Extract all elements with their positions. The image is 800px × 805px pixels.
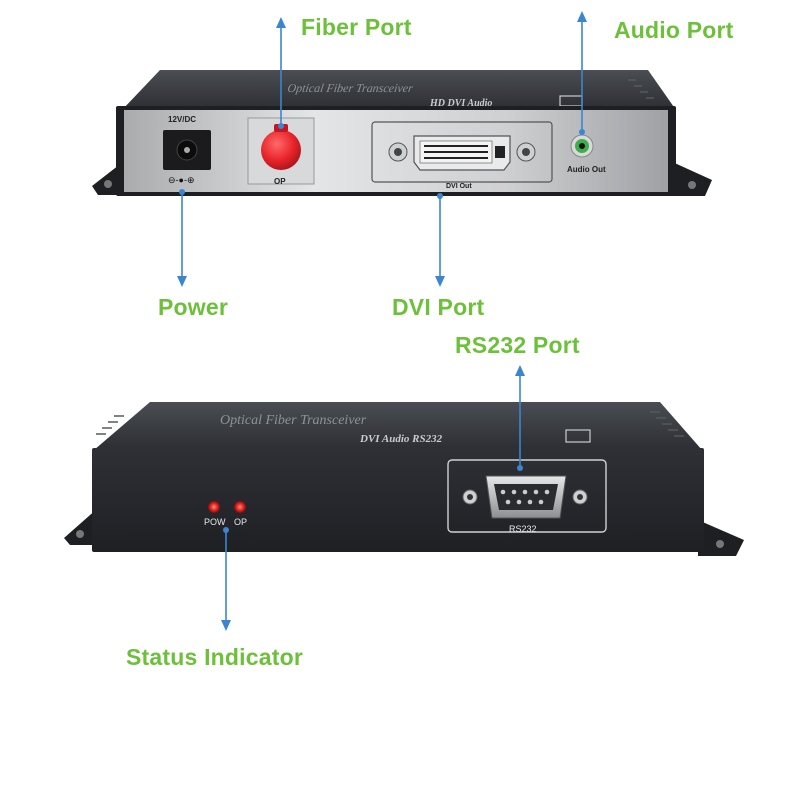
rear-panel — [92, 448, 704, 552]
audio-port-callout: Audio Port — [614, 17, 734, 43]
mounting-flange-right — [698, 520, 744, 556]
dvi-port-callout: DVI Port — [392, 294, 485, 320]
power-arrow — [177, 189, 187, 287]
model-stencil: DVI Audio RS232 — [359, 433, 443, 445]
rs232-port[interactable] — [462, 475, 588, 519]
top-stencil: Optical Fiber Transceiver — [220, 413, 367, 428]
top-stencil: Optical Fiber Transceiver — [287, 81, 414, 95]
led-pow-label: POW — [204, 517, 226, 527]
fiber-port-arrow — [276, 17, 286, 129]
rs232-port-arrow — [515, 365, 525, 471]
dvi-port[interactable] — [388, 135, 536, 171]
vent-slots — [628, 79, 654, 99]
mounting-flange-right — [668, 160, 712, 196]
status-indicator-arrow — [221, 527, 231, 631]
led-op — [234, 501, 246, 513]
model-stencil: HD DVI Audio — [429, 98, 492, 109]
fiber-port-callout: Fiber Port — [301, 14, 412, 40]
led-op-label: OP — [234, 517, 247, 527]
rs232-port-callout: RS232 Port — [455, 332, 580, 358]
fiber-port-label: OP — [274, 177, 286, 186]
device-back: Optical Fiber Transceiver DVI Audio RS23… — [64, 402, 744, 556]
vent-slots — [96, 411, 684, 437]
device-front: Optical Fiber Transceiver HD DVI Audio 1… — [92, 70, 712, 196]
fiber-port-cap[interactable] — [261, 130, 301, 170]
chassis-top — [122, 70, 676, 110]
polarity-symbol: ⊖-●-⊕ — [168, 175, 195, 185]
mounting-flange-left — [64, 508, 98, 545]
dvi-label: DVI Out — [446, 183, 472, 190]
power-label: 12V/DC — [168, 115, 196, 124]
dvi-port-arrow — [435, 193, 445, 287]
audio-label: Audio Out — [567, 165, 606, 174]
power-callout: Power — [158, 294, 229, 320]
chassis-top — [94, 402, 702, 450]
status-indicator-callout: Status Indicator — [126, 644, 304, 670]
audio-port-arrow — [577, 11, 587, 135]
rs232-label: RS232 — [509, 524, 537, 534]
led-pow — [208, 501, 220, 513]
